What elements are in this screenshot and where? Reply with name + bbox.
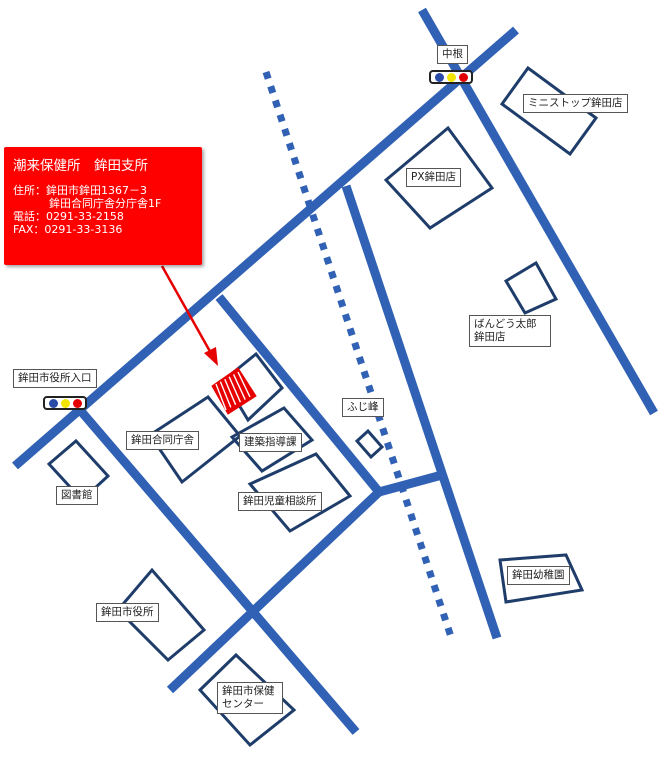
label-bando: ばんどう太郎 鉾田店 [469, 315, 551, 347]
traffic-signal-nakane-icon [429, 70, 473, 84]
pointer-arrow-head [204, 347, 218, 366]
signal-lamp-blue [434, 72, 444, 82]
label-library: 図書館 [56, 486, 98, 505]
road-west-south [76, 407, 360, 735]
building-px [383, 125, 495, 230]
railway-line [262, 70, 456, 642]
label-bando-line2: 鉾田店 [474, 331, 506, 343]
road-north-south-center [341, 184, 502, 640]
road-connector [377, 470, 444, 497]
destination-hatch-line [224, 378, 237, 406]
destination-hatch-line [228, 376, 242, 403]
label-health-center-line1: 鉾田市保健 [222, 685, 275, 697]
label-health-center-line2: センター [222, 698, 264, 710]
building-child-center [247, 452, 353, 533]
signal-lamp-red [458, 72, 468, 82]
label-fujimine: ふじ峰 [342, 398, 384, 417]
facility-info-box: 潮来保健所 鉾田支所 住所： 鉾田市鉾田1367－3 鉾田合同庁舎分庁舎1F 電… [4, 147, 202, 265]
traffic-signal-city-hall-entrance-icon [43, 396, 87, 410]
destination-hatch-line [232, 374, 246, 400]
building-fujimine [354, 428, 385, 460]
signal-label-city-hall-entrance: 鉾田市役所入口 [13, 369, 97, 388]
label-bando-line1: ばんどう太郎 [474, 318, 537, 330]
facility-title: 潮来保健所 鉾田支所 [13, 158, 148, 174]
label-joint-office: 鉾田合同庁舎 [126, 431, 199, 450]
roads [12, 7, 658, 735]
road-main-diagonal [12, 26, 519, 470]
address-line1: 鉾田市鉾田1367－3 [46, 184, 147, 197]
building-construction [229, 406, 315, 473]
label-ministop: ミニストップ鉾田店 [523, 94, 628, 113]
phone-number: 0291-33-2158 [46, 210, 124, 223]
road-diagonal-east [215, 294, 383, 495]
building-ministop [499, 65, 599, 157]
label-construction: 建築指導課 [239, 433, 302, 452]
destination-building-marker [211, 367, 257, 415]
pointer-arrow [160, 265, 214, 356]
destination-hatch-line [215, 383, 227, 411]
address-line2: 鉾田合同庁舎分庁舎1F [49, 197, 162, 210]
building-bando [503, 260, 559, 315]
signal-label-nakane: 中根 [437, 45, 468, 64]
label-kindergarten: 鉾田幼稚園 [507, 566, 570, 585]
road-southwest [166, 488, 383, 694]
building-kindergarten [498, 553, 585, 604]
signal-lamp-red [72, 398, 82, 408]
address-label: 住所： [13, 184, 46, 197]
signal-lamp-blue [48, 398, 58, 408]
destination-hatch-line [219, 381, 232, 408]
label-city-hall: 鉾田市役所 [96, 603, 159, 622]
label-px: PX鉾田店 [406, 168, 462, 187]
label-health-center: 鉾田市保健 センター [217, 682, 283, 714]
building-city-hall [115, 567, 207, 663]
signal-lamp-yellow [446, 72, 456, 82]
signal-lamp-yellow [60, 398, 70, 408]
fax-number: 0291-33-3136 [44, 223, 123, 236]
phone-label: 電話： [13, 210, 46, 223]
label-child-center: 鉾田児童相談所 [238, 492, 322, 511]
destination-hatch-line [237, 371, 251, 398]
building-health-center [197, 652, 297, 748]
fax-label: FAX： [13, 223, 45, 236]
